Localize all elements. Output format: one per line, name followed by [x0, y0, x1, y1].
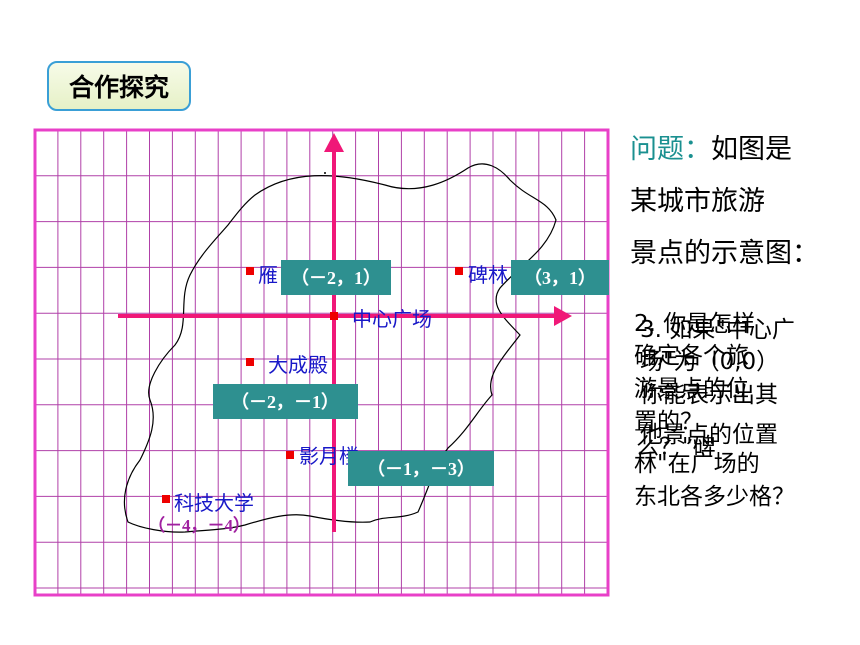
- question-line-2: 某城市旅游: [630, 186, 765, 217]
- section-title: 合作探究: [47, 61, 191, 111]
- q3-line-3: 你能表示出其: [640, 382, 778, 408]
- x-axis-arrow: [554, 306, 572, 326]
- coord-text: （－2，－1）: [231, 392, 339, 412]
- place-label: 中心广场: [352, 308, 432, 331]
- place-label: 科技大学: [174, 492, 254, 515]
- place-yingyuelou: 影月楼: [286, 445, 359, 468]
- q3-line-1: 3. 如果"中心广: [640, 317, 795, 343]
- coord-box-yingyuelou: （－1，－3）: [348, 451, 494, 486]
- coord-box-yanta: （－2，1）: [281, 260, 391, 295]
- place-yanta: 雁: [246, 265, 278, 287]
- q3-fragment: 么？"碑: [636, 434, 716, 460]
- coord-box-beilin: （3，1）: [511, 260, 609, 295]
- dot-mark: [324, 172, 326, 174]
- q2-line-3: 游景点的位: [634, 376, 749, 402]
- coord-text: （－2，1）: [291, 268, 381, 288]
- place-dachengdian: 大成殿: [246, 354, 328, 377]
- y-axis-arrow: [324, 133, 344, 152]
- question-text: 如图是: [711, 134, 792, 165]
- q2-line-2: 确定各个旅: [634, 343, 749, 369]
- question-line-3: 景点的示意图：: [630, 238, 819, 269]
- q3-line-4: 他景点的位置: [640, 422, 778, 448]
- coord-box: [348, 451, 494, 486]
- place-marker: [455, 267, 463, 275]
- axes: [118, 133, 572, 532]
- place-tech-university: 科技大学 （－4，－4）: [148, 492, 254, 535]
- q2-line-4: 置的？: [634, 409, 703, 435]
- place-label: 影月楼: [299, 445, 359, 468]
- place-label: 大成殿: [268, 354, 328, 377]
- place-label: 碑林: [468, 264, 508, 287]
- question-line-1: 问题：如图是: [630, 136, 792, 163]
- question-label: 问题：: [630, 134, 711, 165]
- place-center-square: 中心广场: [330, 308, 432, 331]
- q3-line-2: 场"为（0,0）: [640, 349, 780, 375]
- place-label: 雁: [258, 265, 278, 287]
- place-marker: [246, 267, 254, 275]
- place-marker: [246, 358, 254, 366]
- coord-box-dachengdian: （－2，－1）: [213, 384, 358, 419]
- map-border: [33, 128, 610, 597]
- place-marker: [162, 495, 170, 503]
- q2-line-1: 2. 你是怎样: [634, 311, 756, 337]
- place-marker: [286, 451, 294, 459]
- place-marker: [330, 312, 338, 320]
- place-coord-label: （－4，－4）: [148, 515, 250, 535]
- coord-box: [213, 384, 358, 419]
- coord-text: （－1，－3）: [367, 459, 475, 479]
- coord-box: [281, 260, 391, 295]
- coord-text: （3，1）: [524, 268, 596, 288]
- coord-box: [511, 260, 609, 295]
- q3-line-5: 林"在广场的: [634, 451, 760, 477]
- place-beilin: 碑林: [455, 264, 508, 287]
- q3-line-6: 东北各多少格？: [634, 484, 795, 510]
- city-boundary: [123, 163, 557, 533]
